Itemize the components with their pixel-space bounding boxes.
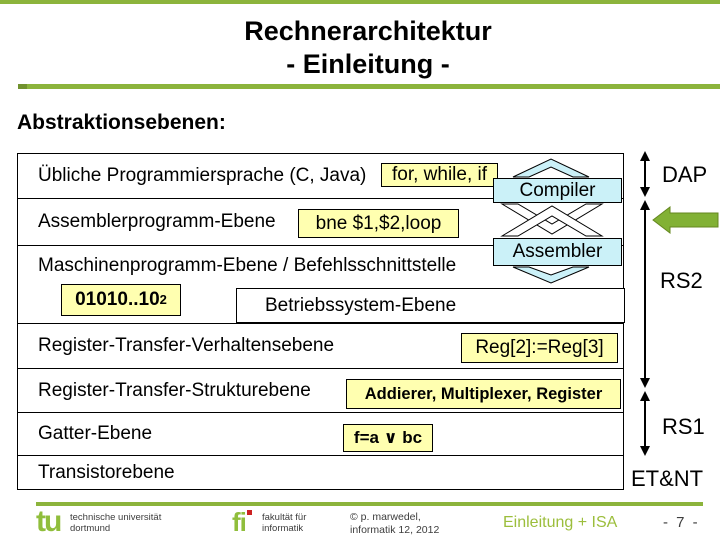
level-label: Register-Transfer-Strukturebene <box>38 379 311 401</box>
abstraction-levels-table: Übliche Programmiersprache (C, Java) Ass… <box>17 153 625 490</box>
compiler-label: Compiler <box>519 179 596 201</box>
example-text: Addierer, Multiplexer, Register <box>364 384 603 403</box>
level-row-rt-structure: Register-Transfer-Strukturebene <box>18 369 623 413</box>
level-row-gate: Gatter-Ebene <box>18 413 623 456</box>
assembler-box: Assembler <box>493 238 622 266</box>
fi-logo-text: fi <box>232 507 247 537</box>
example-text: Reg[2]:=Reg[3] <box>475 337 604 358</box>
level-row-programming-language: Übliche Programmiersprache (C, Java) <box>18 154 623 199</box>
section-heading: Abstraktionsebenen: <box>17 111 226 134</box>
fi-logo-dot <box>247 510 252 515</box>
footer-divider-line <box>36 502 703 506</box>
level-row-transistor: Transistorebene <box>18 456 623 489</box>
copyright-line-1: © p. marwedel, <box>350 511 421 523</box>
faculty-name: fakultät für informatik <box>262 512 306 534</box>
level-row-assembler-program: Assemblerprogramm-Ebene <box>18 199 623 246</box>
example-box-rt-structure: Addierer, Multiplexer, Register <box>346 379 621 409</box>
course-span-arrows-icon <box>640 151 719 456</box>
fi-logo: fi <box>232 507 252 538</box>
level-label: Register-Transfer-Verhaltensebene <box>38 335 335 356</box>
title-line-1: Rechnerarchitektur <box>244 16 492 46</box>
level-label: Gatter-Ebene <box>38 423 153 444</box>
example-text: f=a ∨ bc <box>353 428 423 447</box>
level-row-rt-behaviour: Register-Transfer-Verhaltensebene <box>18 324 623 369</box>
copyright-note: © p. marwedel, informatik 12, 2012 <box>350 511 439 536</box>
level-label: Assemblerprogramm-Ebene <box>38 211 276 232</box>
level-label: Maschinenprogramm-Ebene / Befehlsschnitt… <box>38 255 457 276</box>
level-row-machine-program: Maschinenprogramm-Ebene / Befehlsschnitt… <box>18 246 623 324</box>
level-label: Transistorebene <box>38 461 175 483</box>
crossing-arrows-icon <box>500 203 604 237</box>
up-arrow-icon <box>512 158 590 178</box>
label-dap: DAP <box>662 162 708 187</box>
down-arrow-icon <box>512 266 590 284</box>
faculty-line-2: informatik <box>262 523 304 534</box>
label-etnt: ET&NT <box>631 466 704 491</box>
example-text: bne $1,$2,loop <box>315 212 442 234</box>
example-box-assembler: bne $1,$2,loop <box>298 209 459 238</box>
operating-system-level-box: Betriebssystem-Ebene <box>236 288 625 323</box>
example-text: for, while, if <box>391 164 488 185</box>
title-underline-cap <box>18 84 27 89</box>
level-label: Übliche Programmiersprache (C, Java) <box>38 165 367 186</box>
faculty-line-1: fakultät für <box>262 512 307 523</box>
example-box-rt-behaviour: Reg[2]:=Reg[3] <box>461 333 618 363</box>
university-line-1: technische universität <box>70 512 162 523</box>
example-box-high-level: for, while, if <box>381 163 498 187</box>
tu-dortmund-logo: tu <box>36 505 62 538</box>
assembler-label: Assembler <box>512 241 603 262</box>
university-name: technische universität dortmund <box>70 512 161 534</box>
example-text: 01010..10 <box>75 289 160 310</box>
label-rs2: RS2 <box>660 268 703 293</box>
example-box-gate: f=a ∨ bc <box>343 424 433 452</box>
title-line-2: - Einleitung - <box>286 49 450 79</box>
chapter-label: Einleitung + ISA <box>503 514 618 531</box>
university-line-2: dortmund <box>70 523 111 534</box>
top-accent-bar <box>0 0 720 4</box>
page-number: - 7 - <box>663 514 700 531</box>
os-level-label: Betriebssystem-Ebene <box>265 294 457 316</box>
compiler-box: Compiler <box>493 178 622 203</box>
title-underline <box>18 84 720 89</box>
slide-title: Rechnerarchitektur - Einleitung - <box>16 15 720 81</box>
label-rs1: RS1 <box>662 414 705 439</box>
green-left-arrow-icon <box>652 205 719 235</box>
copyright-line-2: informatik 12, 2012 <box>350 523 440 536</box>
